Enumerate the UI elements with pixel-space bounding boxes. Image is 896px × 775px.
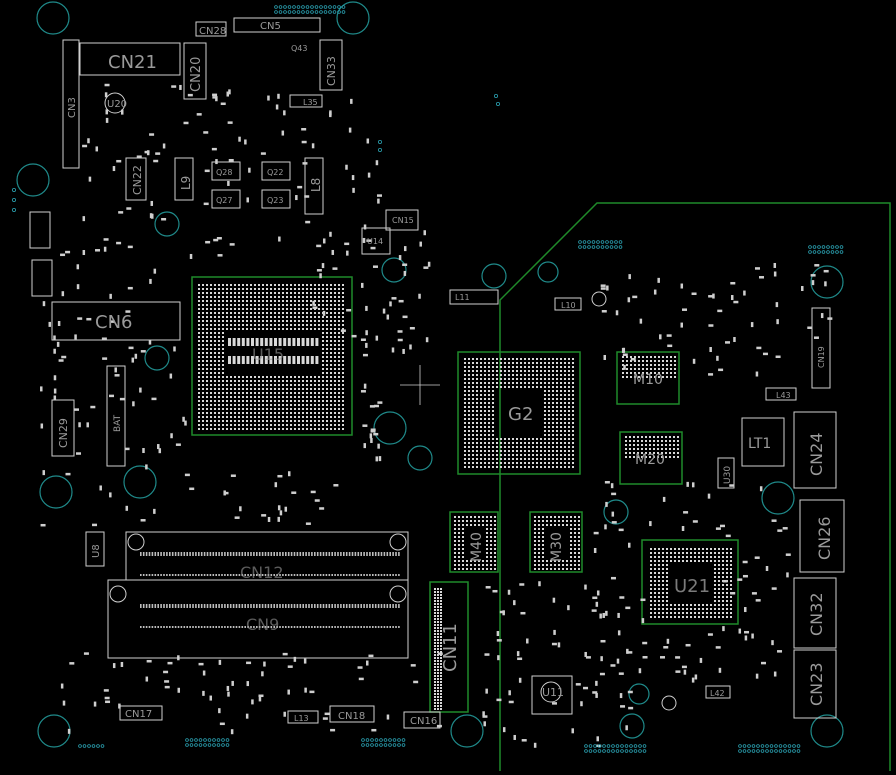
u21-pad-grid [650,548,732,618]
label-cn11: CN11 [440,623,461,672]
u21-outline [641,539,739,625]
mounting-holes [16,1,844,748]
label-l8: L8 [309,178,323,192]
label-cn9: CN9 [246,615,279,634]
dimm-slot-pins [109,533,407,628]
m30-outline [529,511,583,573]
ic-outlines [191,276,739,713]
m30-pad-grid [534,516,580,570]
bga-pad-grids [109,284,732,710]
g2-pad-grid [464,358,574,468]
label-m30: M30 [549,532,565,562]
label-u15: U15 [252,345,284,364]
label-cn19: CN19 [817,346,826,368]
label-q22: Q22 [267,168,283,177]
label-bat: BAT [113,414,123,432]
label-m10: M10 [633,372,663,388]
label-l43: L43 [776,391,791,400]
label-u21: U21 [674,576,710,597]
m20-pad-grid [625,436,679,458]
silkscreen-outlines [29,17,845,729]
cn11-outline [429,581,469,713]
label-cn32: CN32 [807,593,826,637]
label-g2: G2 [508,404,533,425]
label-cn33: CN33 [325,56,338,86]
label-q23: Q23 [267,196,283,205]
label-q27: Q27 [216,196,232,205]
label-lt1: LT1 [748,436,771,452]
label-cn15: CN15 [392,216,414,225]
label-cn23: CN23 [807,663,826,707]
label-cn28: CN28 [199,26,226,37]
m40-outline [449,511,499,573]
label-cn29: CN29 [57,418,70,448]
label-u11: U11 [542,686,564,699]
label-cn12: CN12 [240,563,284,582]
label-m40: M40 [469,532,485,562]
m10-pad-grid [622,356,676,378]
label-u8: U8 [91,544,102,558]
label-l11: L11 [455,293,470,302]
u15-pad-grid [198,284,344,430]
label-u14: U14 [367,237,383,246]
label-cn3: CN3 [67,97,78,118]
g2-outline [457,351,581,475]
label-l9: L9 [179,176,193,190]
label-cn24: CN24 [807,433,826,477]
label-cn22: CN22 [131,165,144,195]
board-outline [499,202,891,771]
label-cn17: CN17 [125,709,152,720]
m40-pad-grid [454,516,496,570]
label-u30: U30 [723,466,733,484]
label-cn20: CN20 [189,57,204,92]
m20-outline [619,431,683,485]
via-holes [11,5,844,753]
label-u20: U20 [107,99,127,110]
origin-crosshair [400,365,440,405]
label-cn26: CN26 [815,517,834,561]
label-l13: L13 [294,714,309,723]
u15-inner-pads [228,338,319,364]
cn11-pad-column [434,588,442,710]
m10-outline [616,351,680,405]
label-cn6: CN6 [95,312,133,333]
refdes-labels: CN21 CN20 CN28 CN5 CN33 CN3 U20 CN22 L9 … [57,21,834,727]
label-cn21: CN21 [108,52,157,73]
label-m20: M20 [635,452,665,468]
label-q43: Q43 [291,44,307,53]
label-q28: Q28 [216,168,232,177]
label-l42: L42 [710,689,725,698]
label-cn16: CN16 [410,716,437,727]
label-l10: L10 [561,301,576,310]
smd-pads [40,83,833,748]
label-l35: L35 [303,98,318,107]
u15-outline [191,276,353,436]
label-cn5: CN5 [260,21,281,32]
label-cn18: CN18 [338,711,365,722]
